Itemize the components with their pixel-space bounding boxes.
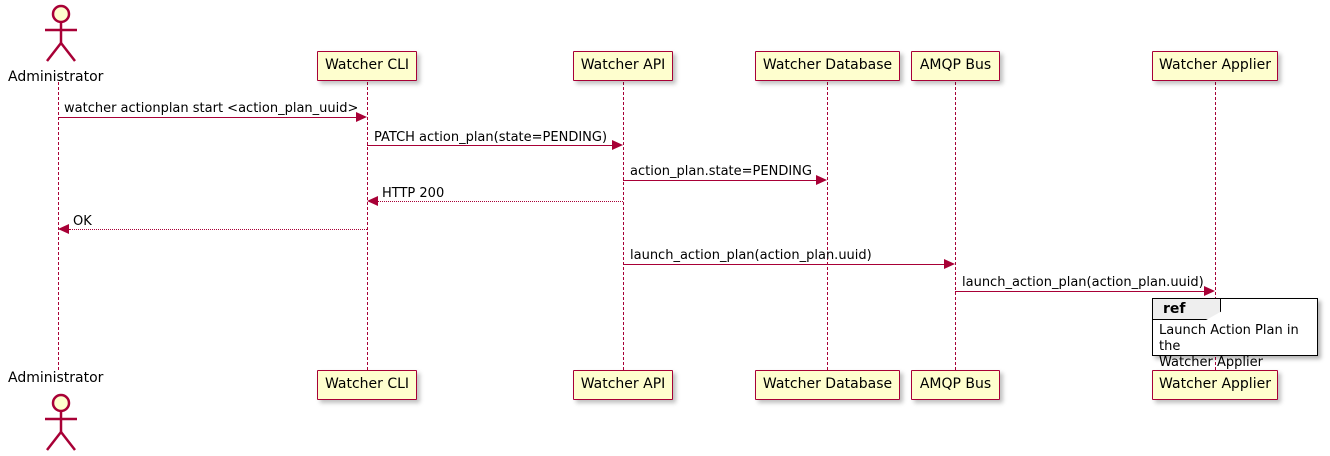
arrow-head-m6 bbox=[944, 259, 955, 269]
message-label-m7: launch_action_plan(action_plan.uuid) bbox=[962, 275, 1204, 290]
message-line-m5 bbox=[69, 229, 367, 230]
lifeline-watcher-applier bbox=[1215, 82, 1216, 370]
lifeline-watcher-cli bbox=[367, 82, 368, 370]
ref-fragment[interactable]: ref Launch Action Plan in the Watcher Ap… bbox=[1152, 298, 1318, 370]
participant-label-watcher-database-top: Watcher Database bbox=[762, 57, 893, 73]
message-label-m2: PATCH action_plan(state=PENDING) bbox=[374, 130, 608, 145]
participant-label-watcher-cli-top: Watcher CLI bbox=[324, 57, 410, 73]
participant-label-administrator-bottom: Administrator bbox=[8, 370, 104, 386]
arrow-head-m5 bbox=[58, 224, 69, 234]
message-label-m3: action_plan.state=PENDING bbox=[630, 164, 812, 179]
actor-icon bbox=[45, 393, 77, 451]
ref-fragment-body: Launch Action Plan in the Watcher Applie… bbox=[1159, 323, 1319, 371]
message-line-m3 bbox=[623, 180, 818, 181]
actor-administrator-top[interactable] bbox=[28, 2, 88, 64]
participant-amqp-bus-bottom[interactable]: AMQP Bus bbox=[911, 370, 1000, 400]
participant-watcher-applier-top[interactable]: Watcher Applier bbox=[1152, 51, 1278, 81]
participant-watcher-cli-bottom[interactable]: Watcher CLI bbox=[317, 370, 417, 400]
participant-label-watcher-api-bottom: Watcher API bbox=[580, 376, 666, 392]
arrow-head-m3 bbox=[816, 175, 827, 185]
participant-label-watcher-applier-top: Watcher Applier bbox=[1159, 57, 1271, 73]
lifeline-amqp-bus bbox=[955, 82, 956, 370]
message-line-m4 bbox=[378, 201, 623, 202]
actor-icon bbox=[45, 4, 77, 62]
participant-label-amqp-bus-bottom: AMQP Bus bbox=[919, 376, 992, 392]
ref-fragment-body-line1: Launch Action Plan in the bbox=[1159, 323, 1299, 354]
participant-watcher-database-top[interactable]: Watcher Database bbox=[755, 51, 900, 81]
arrow-head-m2 bbox=[612, 140, 623, 150]
participant-label-watcher-database-bottom: Watcher Database bbox=[762, 376, 893, 392]
message-label-m5: OK bbox=[73, 214, 92, 229]
actor-administrator-bottom[interactable] bbox=[28, 391, 88, 453]
arrow-head-m4 bbox=[367, 196, 378, 206]
arrow-head-m7 bbox=[1204, 286, 1215, 296]
participant-label-administrator-top: Administrator bbox=[8, 69, 104, 85]
participant-label-watcher-cli-bottom: Watcher CLI bbox=[324, 376, 410, 392]
participant-watcher-applier-bottom[interactable]: Watcher Applier bbox=[1152, 370, 1278, 400]
message-line-m7 bbox=[955, 291, 1204, 292]
participant-watcher-database-bottom[interactable]: Watcher Database bbox=[755, 370, 900, 400]
lifeline-watcher-api bbox=[623, 82, 624, 370]
ref-fragment-body-line2: Watcher Applier bbox=[1159, 355, 1263, 370]
participant-watcher-cli-top[interactable]: Watcher CLI bbox=[317, 51, 417, 81]
lifeline-watcher-database bbox=[827, 82, 828, 370]
message-label-m6: launch_action_plan(action_plan.uuid) bbox=[630, 248, 872, 263]
participant-label-amqp-bus-top: AMQP Bus bbox=[919, 57, 992, 73]
arrow-head-m1 bbox=[356, 112, 367, 122]
message-label-m4: HTTP 200 bbox=[382, 186, 445, 201]
ref-fragment-tab-label: ref bbox=[1153, 299, 1221, 320]
message-line-m1 bbox=[58, 117, 358, 118]
participant-watcher-api-top[interactable]: Watcher API bbox=[573, 51, 673, 81]
participant-amqp-bus-top[interactable]: AMQP Bus bbox=[911, 51, 1000, 81]
message-label-m1: watcher actionplan start <action_plan_uu… bbox=[64, 101, 359, 116]
participant-label-watcher-api-top: Watcher API bbox=[580, 57, 666, 73]
participant-watcher-api-bottom[interactable]: Watcher API bbox=[573, 370, 673, 400]
message-line-m6 bbox=[623, 264, 946, 265]
message-line-m2 bbox=[367, 145, 614, 146]
participant-label-watcher-applier-bottom: Watcher Applier bbox=[1159, 376, 1271, 392]
